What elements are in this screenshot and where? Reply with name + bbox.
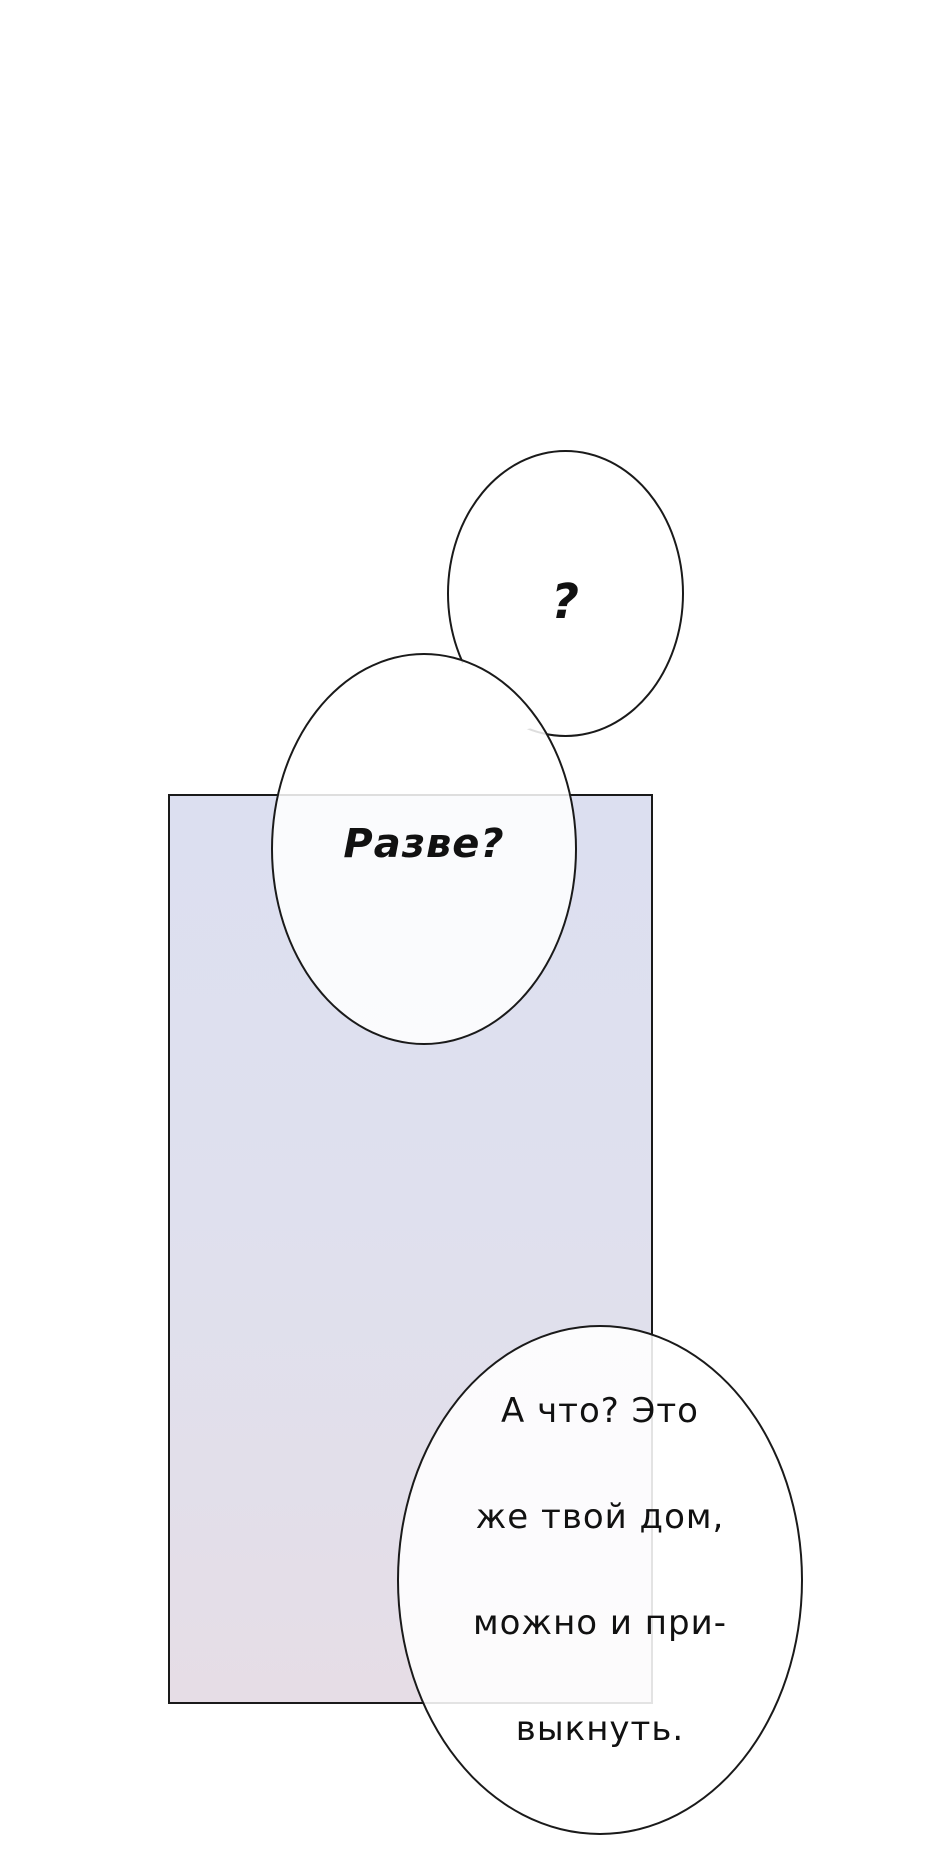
bubble-razve-text: Разве? [343,821,505,867]
bubble-main-line: выкнуть. [515,1708,685,1749]
speech-bubble-razve: Разве? [271,653,577,1045]
bubble-main-text: А что? Это же твой дом, можно и при- вык… [473,1332,727,1809]
speech-bubble-main: А что? Это же твой дом, можно и при- вык… [397,1325,803,1835]
bubble-main-line: А что? Это [501,1390,699,1431]
bubble-main-line: же твой дом, [475,1496,725,1537]
bubble-main-line: можно и при- [472,1602,727,1643]
bubble-question-text: ? [551,573,580,630]
